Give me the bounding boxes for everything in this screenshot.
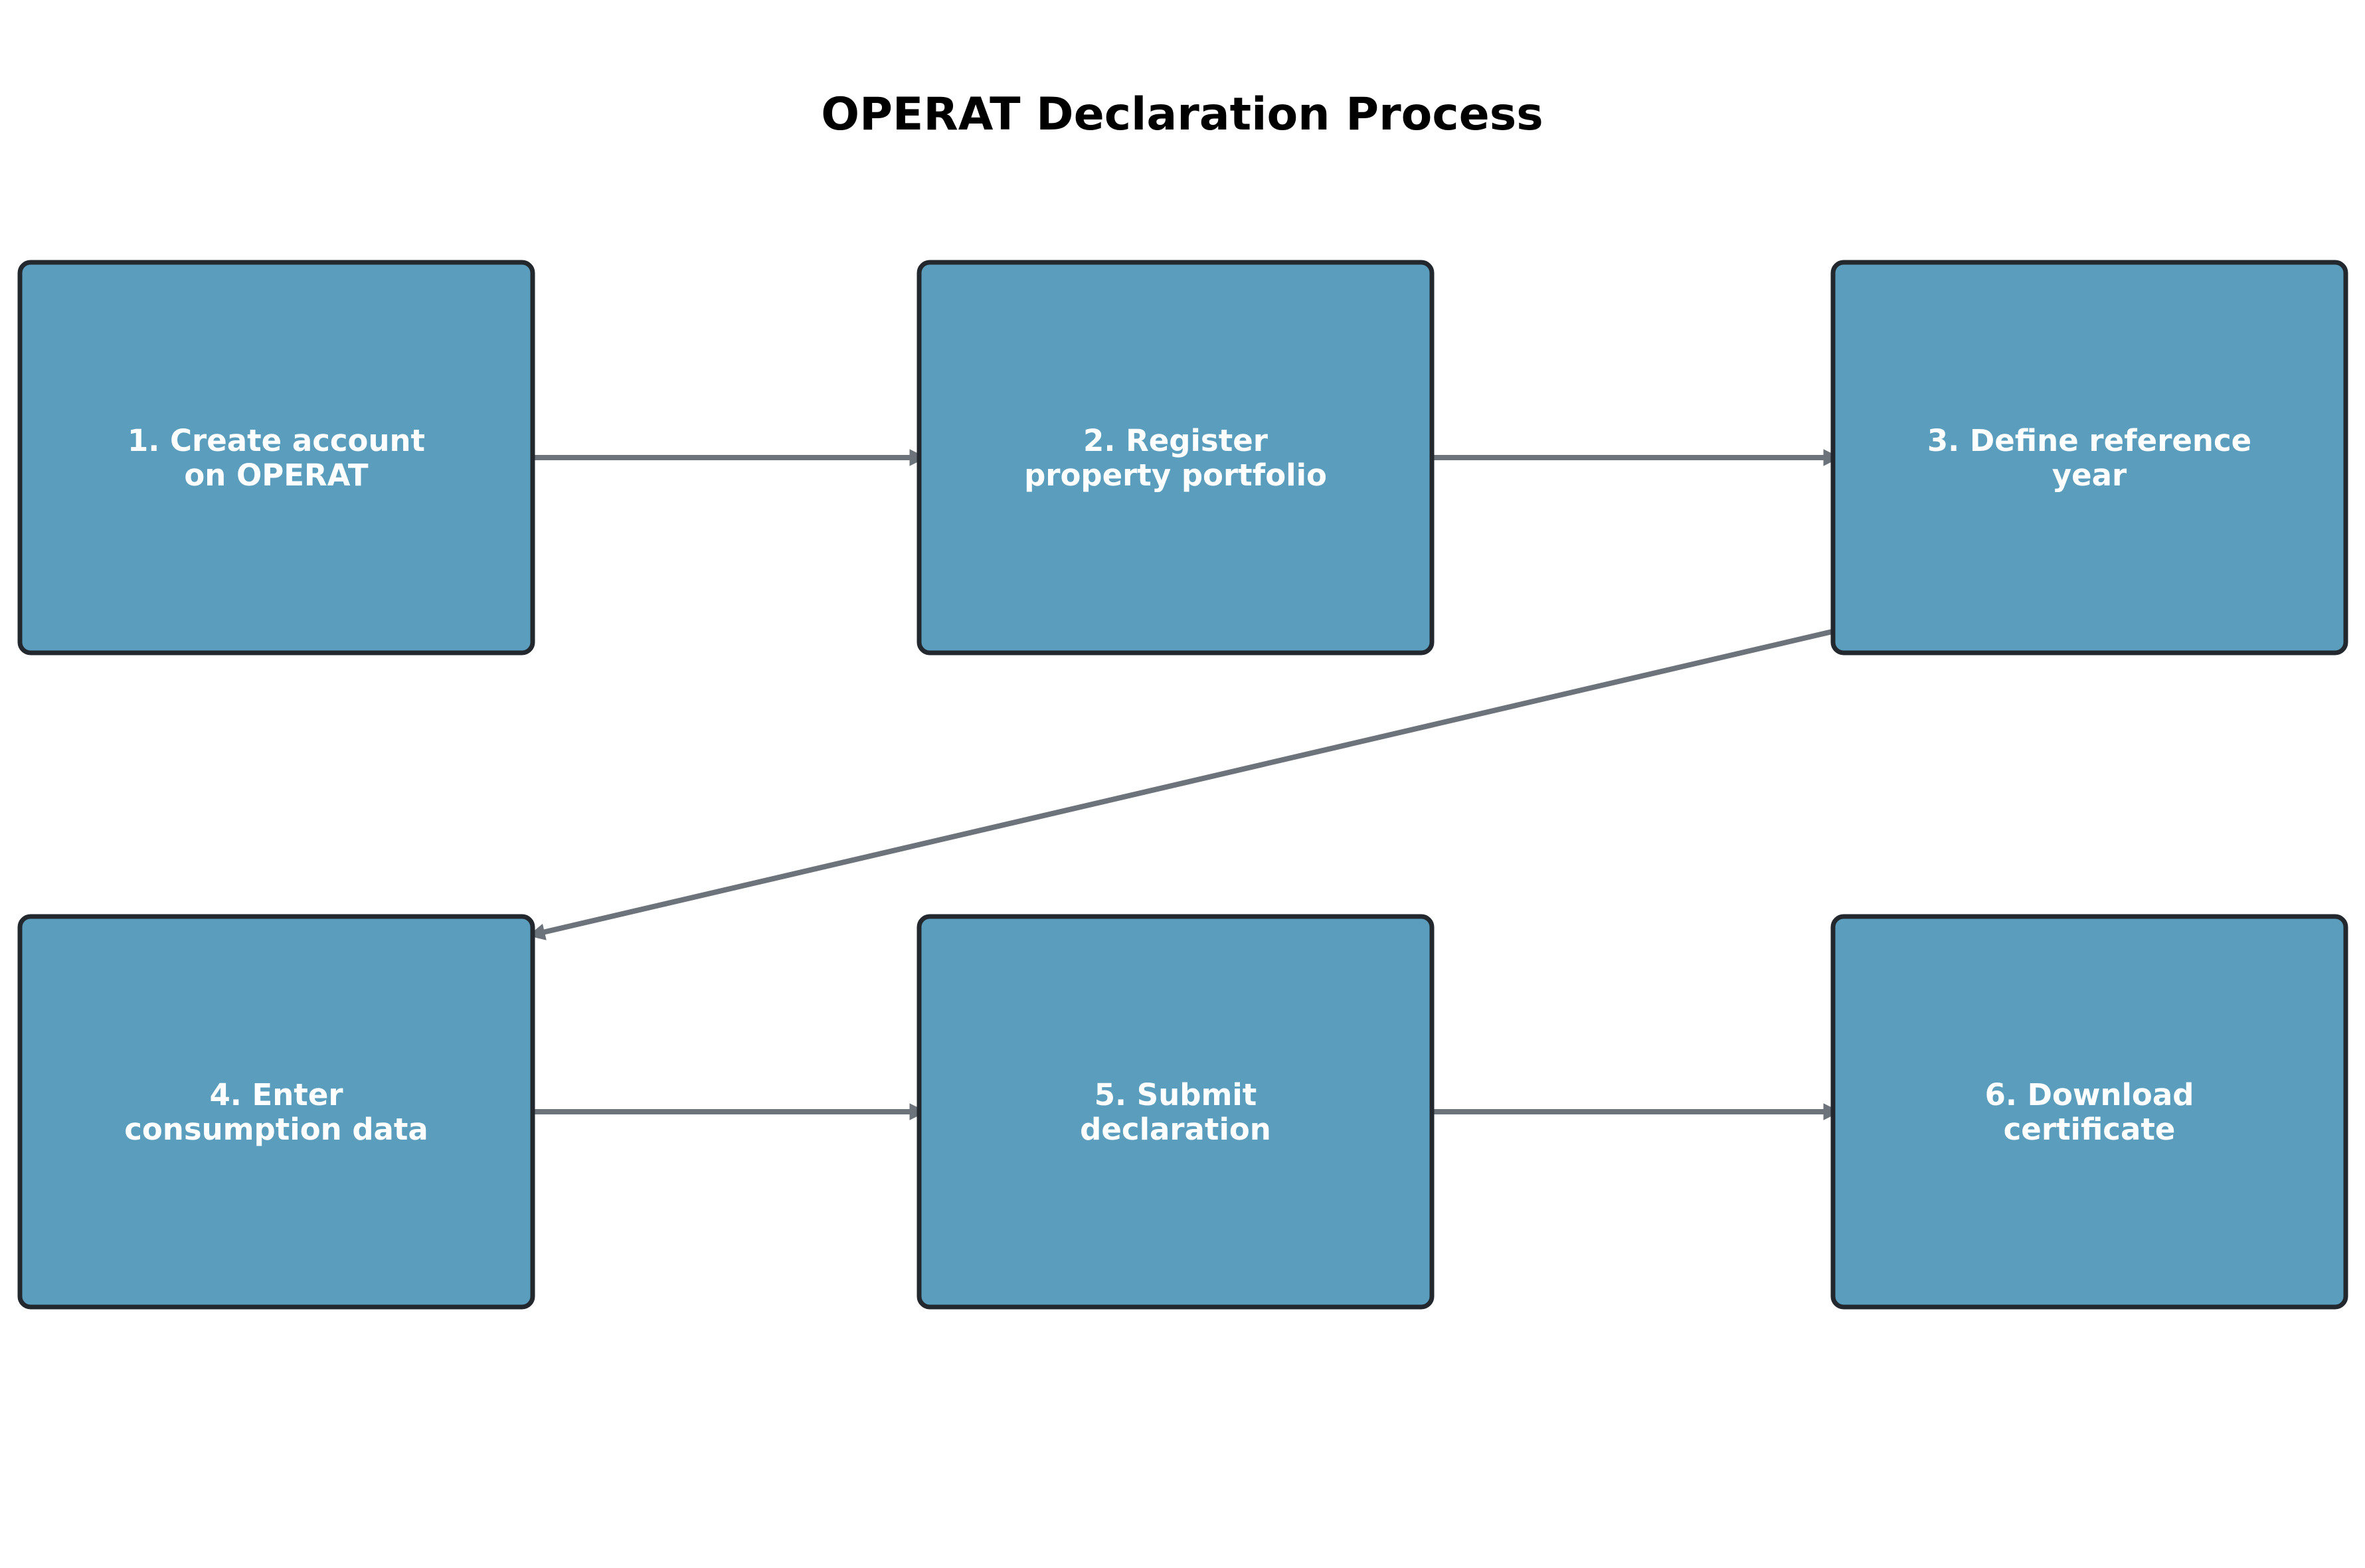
node-box — [917, 260, 1435, 655]
node-label-line: 6. Download — [1985, 1077, 2194, 1112]
node-label-line: 2. Register — [1083, 423, 1269, 458]
edges-layer — [519, 449, 1846, 1120]
node-label-line: year — [2052, 458, 2127, 493]
node-label-line: declaration — [1080, 1112, 1271, 1147]
node-box — [17, 914, 535, 1310]
node-label-line: on OPERAT — [184, 458, 369, 493]
node-label-line: consumption data — [124, 1112, 428, 1147]
diagram-title: OPERAT Declaration Process — [821, 88, 1543, 141]
node-box — [17, 260, 535, 655]
node-label-line: property portfolio — [1024, 458, 1327, 493]
node-label-line: certificate — [2004, 1112, 2176, 1147]
node-box — [917, 914, 1435, 1310]
node-label-line: 5. Submit — [1095, 1077, 1257, 1112]
node-label-line: 4. Enter — [209, 1077, 343, 1112]
node-label-line: 1. Create account — [128, 423, 425, 458]
arrow-step-3-to-step-4 — [528, 626, 1846, 940]
node-label-line: 3. Define reference — [1927, 423, 2251, 458]
node-box — [1830, 260, 2348, 655]
node-box — [1830, 914, 2348, 1310]
